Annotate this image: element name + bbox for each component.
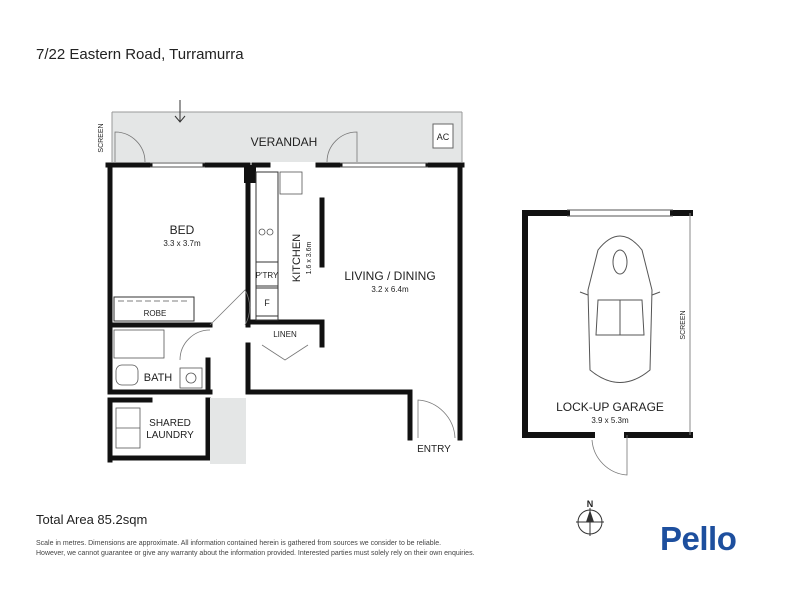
screen-right-label: SCREEN (680, 310, 687, 339)
bed-label: BED (170, 223, 195, 237)
garage-door-swing (591, 435, 628, 476)
unit-walls (105, 162, 465, 463)
verandah-door-right (326, 131, 358, 163)
structural-column (244, 165, 256, 183)
garage-label: LOCK-UP GARAGE (556, 400, 664, 414)
bath-vanity (179, 367, 203, 389)
bath-door-swing (179, 329, 211, 361)
ac-label: AC (437, 132, 450, 142)
bath-label: BATH (144, 372, 173, 384)
bed-dims: 3.3 x 3.7m (163, 239, 201, 248)
garage-walls (522, 210, 693, 438)
disclaimer-line-1: Scale in metres. Dimensions are approxim… (36, 540, 442, 547)
garage-dims: 3.9 x 5.3m (591, 416, 629, 425)
living-dims: 3.2 x 6.4m (371, 285, 409, 294)
verandah-label: VERANDAH (251, 135, 318, 149)
kitchen-dims: 1.6 x 3.6m (306, 241, 313, 274)
bath-toilet (115, 364, 139, 386)
verandah-area (112, 112, 462, 162)
cooktop-burner (258, 228, 266, 236)
fridge-label: F (264, 298, 270, 308)
kitchen-label: KITCHEN (291, 234, 303, 282)
laundry-label-2: LAUNDRY (146, 430, 194, 441)
bath-shower (113, 329, 165, 359)
linen-door-swing (261, 344, 309, 361)
fridge-box (255, 287, 279, 317)
pantry-box (255, 261, 279, 287)
robe-label: ROBE (144, 309, 167, 318)
bed-door-swing (209, 289, 251, 326)
windows (150, 162, 428, 168)
compass-north-label: N (587, 499, 594, 509)
pantry-label: P'TRY (256, 271, 279, 280)
disclaimer-line-2: However, we cannot guarantee or give any… (36, 550, 475, 557)
brand-logo: Pello (660, 520, 737, 557)
ac-unit (432, 123, 454, 149)
entry-door-swing (417, 399, 456, 439)
verandah-door-left (114, 131, 146, 163)
total-area: Total Area 85.2sqm (36, 512, 148, 527)
property-address: 7/22 Eastern Road, Turramurra (36, 46, 244, 63)
shared-passage (210, 398, 246, 464)
entry-arrow-head (174, 115, 186, 123)
linen-label: LINEN (273, 330, 297, 339)
kitchen-sink (279, 171, 303, 195)
laundry-label-1: SHARED (149, 418, 191, 429)
car-icon (579, 235, 661, 383)
entry-label: ENTRY (417, 444, 451, 455)
disclaimer: Scale in metres. Dimensions are approxim… (36, 539, 556, 559)
vanity-basin (185, 372, 197, 384)
compass-icon (576, 508, 604, 536)
cooktop-burner (266, 228, 274, 236)
screen-left-label: SCREEN (98, 123, 105, 152)
living-label: LIVING / DINING (344, 269, 435, 283)
